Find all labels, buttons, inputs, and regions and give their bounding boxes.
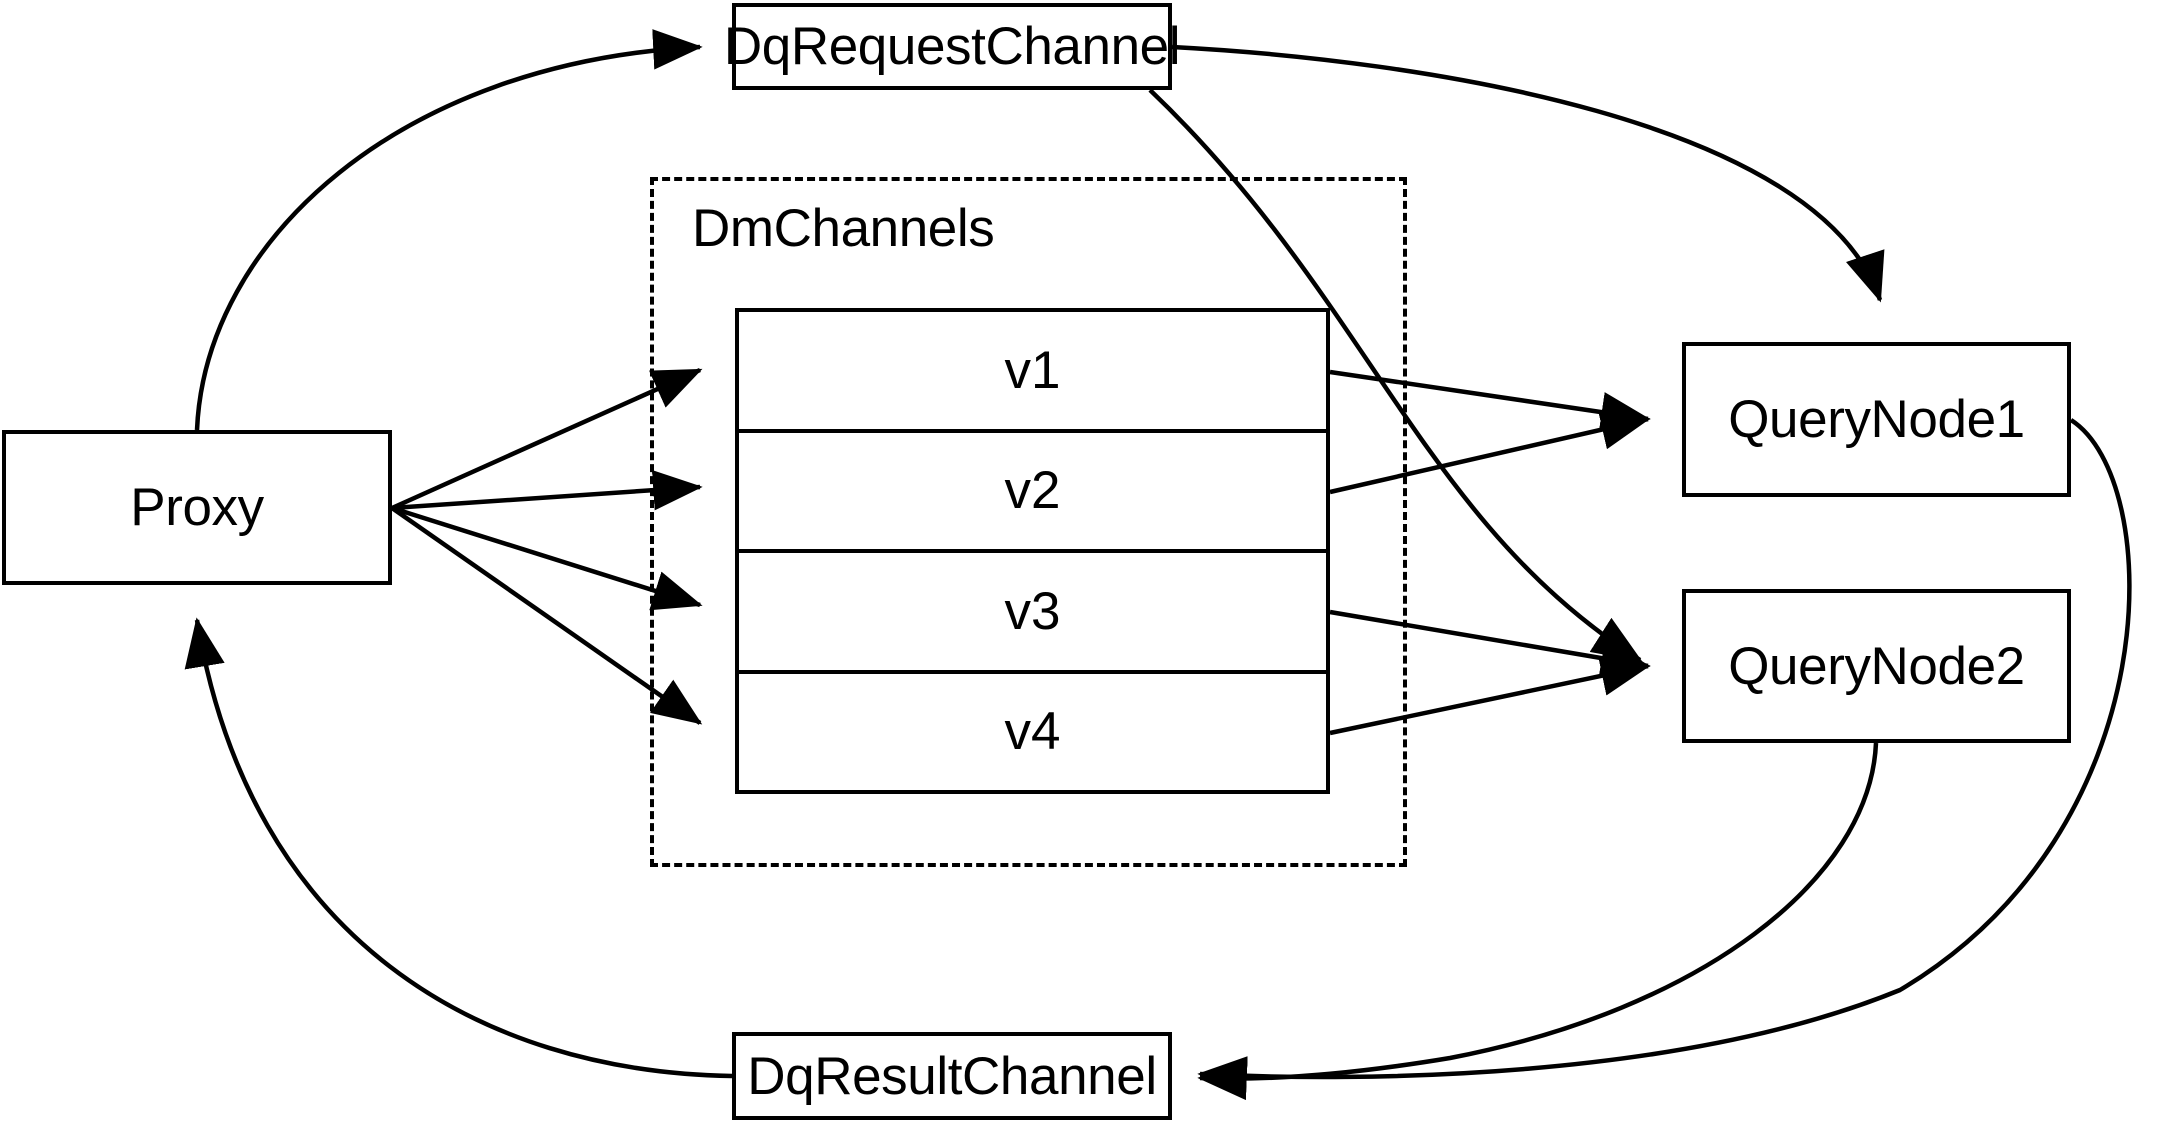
edge-proxy-to-dqrequestchannel <box>194 29 703 431</box>
edge-dqresultchannel-to-proxy <box>184 617 733 1079</box>
edge-querynode1-to-dqresultchannel <box>1197 418 2132 1097</box>
edge-v4-to-querynode2 <box>1329 655 1651 736</box>
channel-table: v1 v2 v3 v4 <box>735 308 1330 794</box>
node-query-node-1-label: QueryNode1 <box>1728 390 2025 449</box>
channel-row-v4[interactable]: v4 <box>739 673 1326 790</box>
channel-row-v1[interactable]: v1 <box>739 312 1326 433</box>
channel-row-v1-label: v1 <box>1004 340 1061 400</box>
channel-row-v2-label: v2 <box>1004 461 1061 521</box>
edge-proxy-to-v3 <box>391 505 703 611</box>
edge-dqrequestchannel-to-querynode1 <box>1171 44 1885 303</box>
node-dq-result-channel[interactable]: DqResultChannel <box>732 1032 1172 1120</box>
edge-proxy-to-v2 <box>391 469 703 511</box>
channel-row-v2[interactable]: v2 <box>739 432 1326 553</box>
edge-querynode2-to-dqresultchannel <box>1197 742 1879 1101</box>
channel-row-v3-label: v3 <box>1004 581 1061 641</box>
node-proxy[interactable]: Proxy <box>2 430 392 585</box>
node-dq-request-channel[interactable]: DqRequestChannel <box>724 3 1180 90</box>
node-query-node-2[interactable]: QueryNode2 <box>1682 589 2071 743</box>
node-proxy-label: Proxy <box>130 478 264 537</box>
node-query-node-1[interactable]: QueryNode1 <box>1682 342 2071 497</box>
node-dq-result-channel-label: DqResultChannel <box>747 1046 1157 1106</box>
edge-v2-to-querynode1 <box>1329 409 1651 495</box>
node-dq-request-channel-label: DqRequestChannel <box>723 17 1181 76</box>
edge-v3-to-querynode2 <box>1329 609 1651 679</box>
group-dmchannels <box>650 177 1407 867</box>
node-query-node-2-label: QueryNode2 <box>1728 636 2025 696</box>
group-dmchannels-label: DmChannels <box>692 199 995 258</box>
channel-row-v4-label: v4 <box>1004 702 1061 762</box>
channel-row-v3[interactable]: v3 <box>739 553 1326 674</box>
edge-proxy-to-v4 <box>390 506 703 725</box>
edge-v1-to-querynode1 <box>1329 369 1651 433</box>
edge-proxy-to-v1 <box>391 367 703 511</box>
